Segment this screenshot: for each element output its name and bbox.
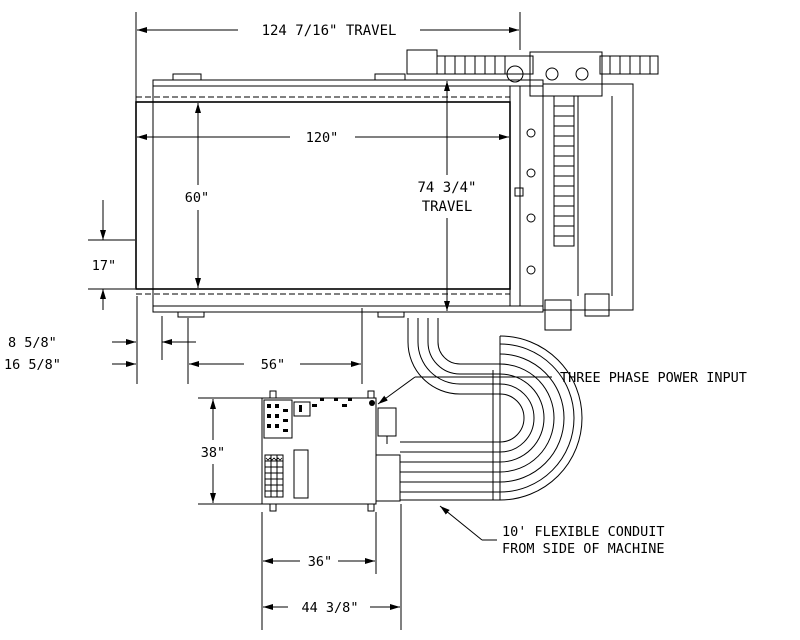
dim-56 bbox=[189, 308, 363, 384]
label-offset-56: 56" bbox=[261, 357, 285, 373]
flexible-conduit bbox=[400, 318, 583, 501]
control-cabinet bbox=[261, 390, 401, 512]
gantry-assembly bbox=[406, 49, 659, 331]
label-cabinet-width: 36" bbox=[308, 554, 332, 570]
dim-36 bbox=[261, 512, 377, 630]
label-table-length: 120" bbox=[306, 130, 339, 146]
dim-17 bbox=[88, 200, 135, 310]
dim-16-5-8 bbox=[112, 318, 189, 384]
label-cabinet-overall: 44 3/8" bbox=[302, 600, 359, 616]
dim-x-travel bbox=[135, 12, 521, 102]
label-offset-8-5-8: 8 5/8" bbox=[8, 335, 57, 351]
label-conduit-line1: 10' FLEXIBLE CONDUIT bbox=[502, 524, 665, 540]
dim-8-5-8 bbox=[112, 296, 196, 384]
label-power-input: THREE PHASE POWER INPUT bbox=[560, 370, 747, 386]
machine-frame bbox=[152, 73, 544, 318]
dim-38 bbox=[198, 397, 262, 505]
leader-power-input bbox=[377, 376, 552, 405]
dim-44-3-8 bbox=[263, 504, 402, 630]
label-offset-16-5-8: 16 5/8" bbox=[4, 357, 61, 373]
label-y-travel-line1: 74 3/4" bbox=[417, 180, 476, 196]
label-table-width: 60" bbox=[185, 190, 209, 206]
cabinet-components bbox=[267, 398, 375, 432]
cabinet-grille bbox=[265, 457, 283, 461]
label-conduit-line2: FROM SIDE OF MACHINE bbox=[502, 541, 665, 557]
label-y-travel-line2: TRAVEL bbox=[422, 199, 473, 215]
leader-conduit bbox=[439, 505, 497, 541]
table-outline bbox=[135, 101, 511, 290]
label-cabinet-depth: 38" bbox=[201, 445, 225, 461]
label-offset-17: 17" bbox=[92, 258, 116, 274]
label-x-travel: 124 7/16" TRAVEL bbox=[262, 23, 397, 39]
